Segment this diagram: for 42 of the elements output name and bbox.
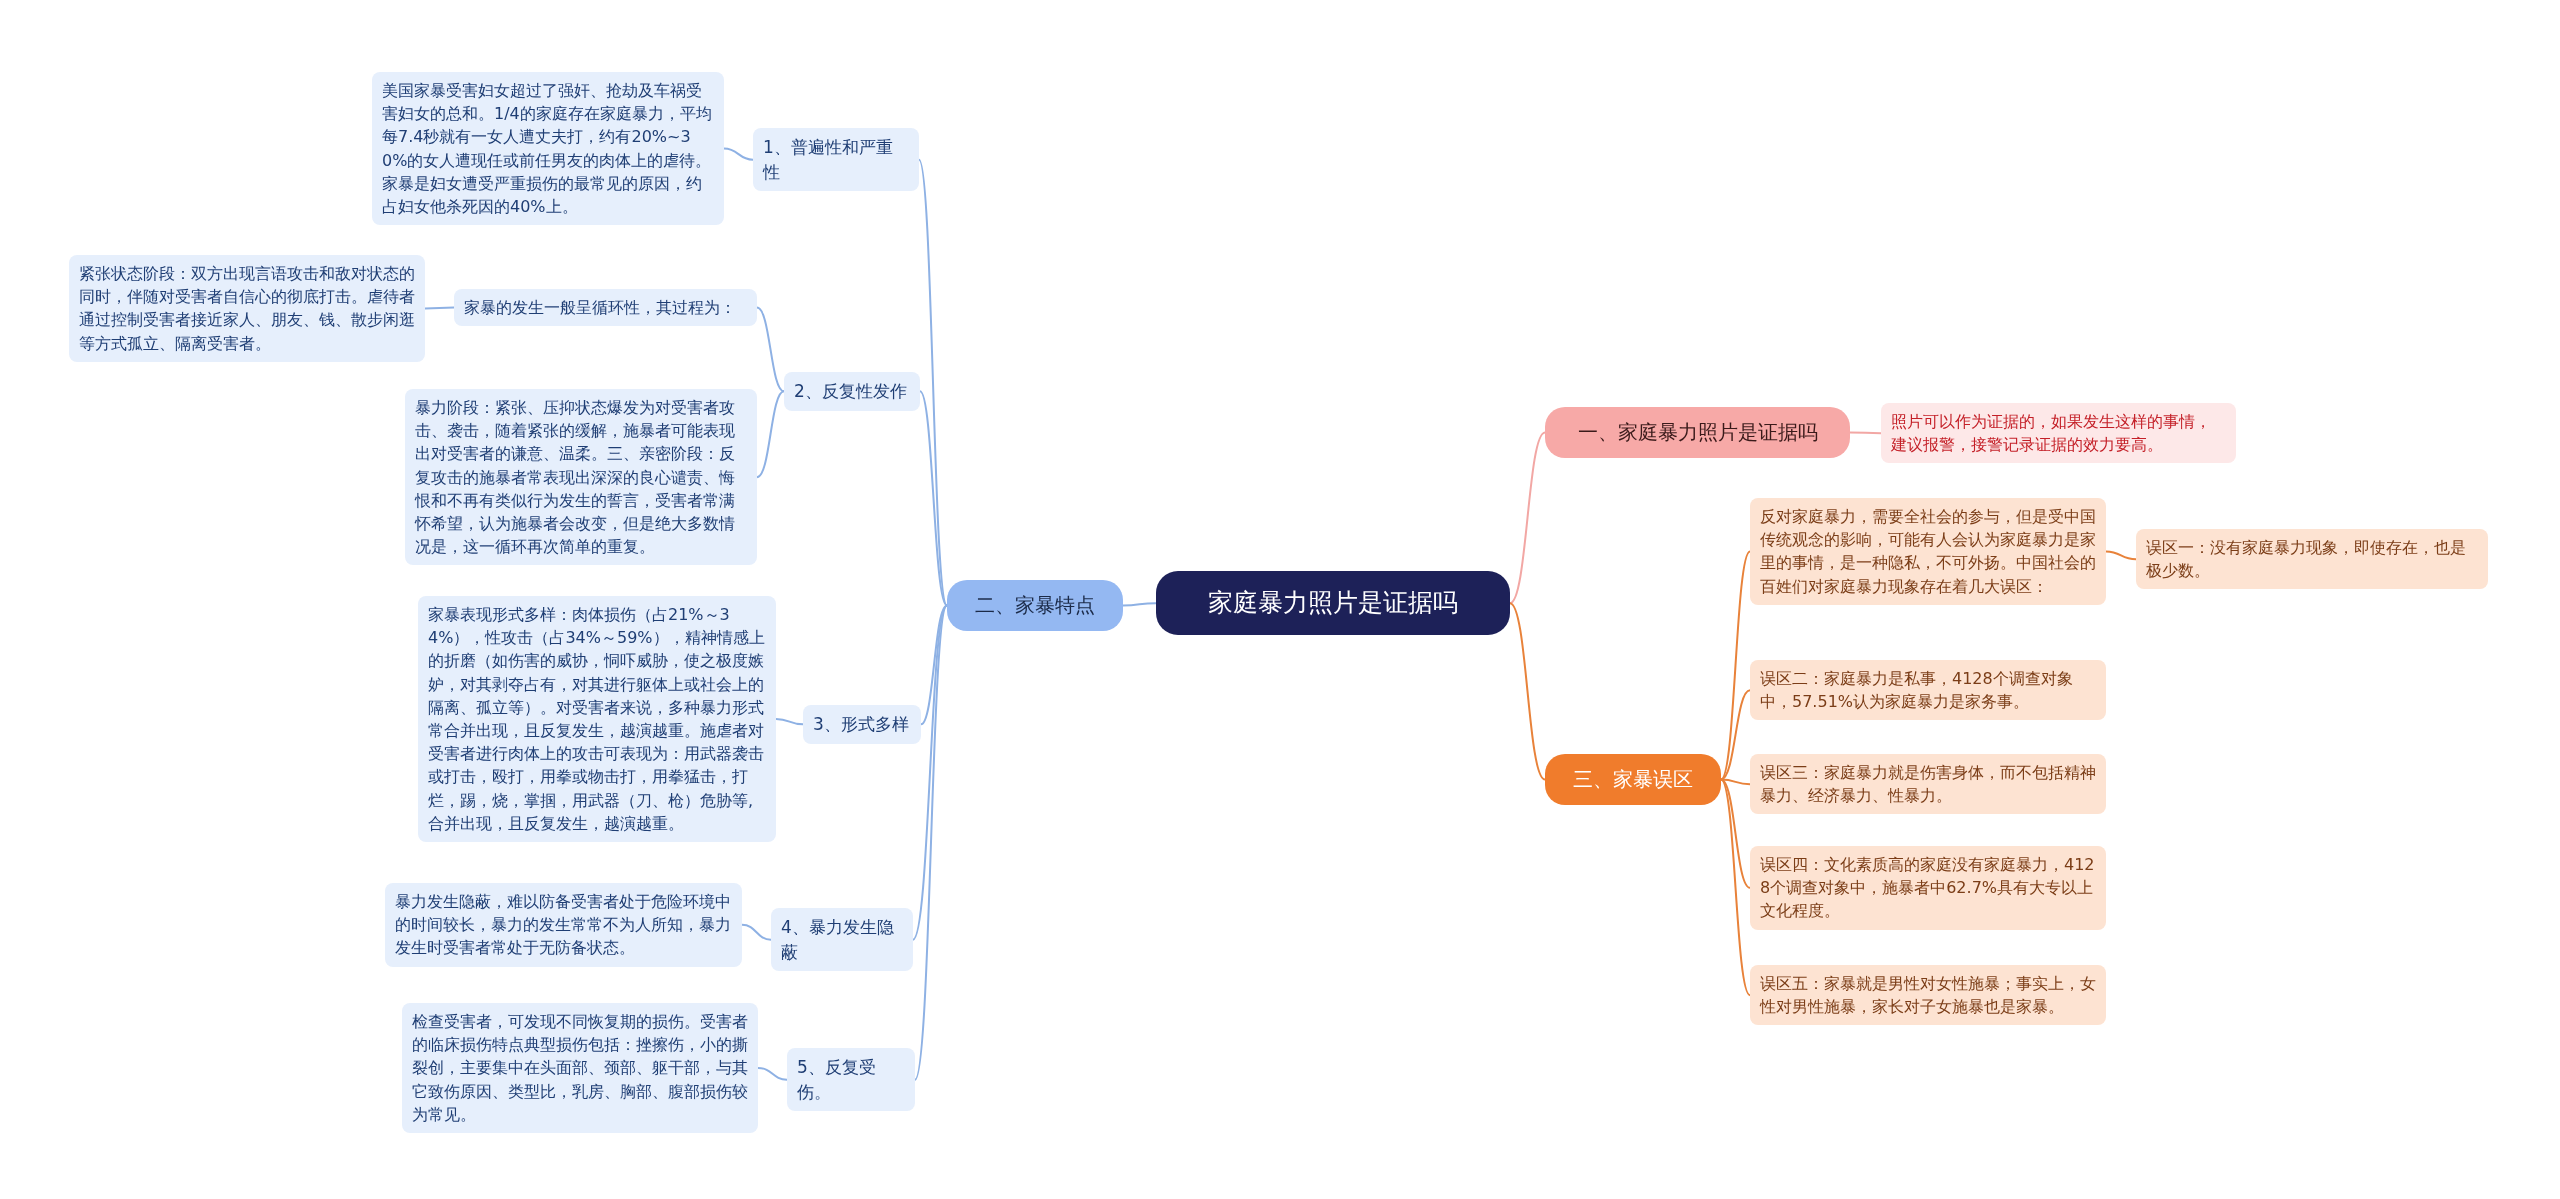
connector-line bbox=[775, 717, 804, 726]
central-topic: 家庭暴力照片是证据吗 bbox=[1156, 571, 1510, 636]
connector-line bbox=[756, 306, 785, 393]
note-box: 反对家庭暴力，需要全社会的参与，但是受中国传统观念的影响，可能有人会认为家庭暴力是家里的事情，是一种隐私，不可外扬。中国社会的百姓们对家庭暴力现象存在着几大误区： bbox=[1750, 498, 2106, 605]
branch-topic: 一、家庭暴力照片是证据吗 bbox=[1545, 407, 1850, 458]
connector-line bbox=[914, 604, 948, 1081]
connector-line bbox=[1720, 689, 1751, 781]
connector-line bbox=[723, 147, 754, 161]
note-box: 暴力发生隐蔽，难以防备受害者处于危险环境中的时间较长，暴力的发生常常不为人所知，暴力发生时受害者常处于无防备状态。 bbox=[385, 883, 742, 967]
connector-line bbox=[424, 306, 455, 310]
note-box: 暴力阶段：紧张、压抑状态爆发为对受害者攻击、袭击，随着紧张的缓解，施暴者可能表现出对受害者的谦意、温柔。三、亲密阶段：反复攻击的施暴者常表现出深深的良心谴责、悔恨和不再有类似行为发生的誓言，受害者常满怀希望，认为施暴者会改变，但是绝大多数情况是，这一循环再次简单的重复。 bbox=[405, 389, 757, 566]
subtopic-box: 5、反复受伤。 bbox=[787, 1048, 915, 1112]
branch-topic: 三、家暴误区 bbox=[1545, 754, 1721, 805]
subtopic-box: 2、反复性发作 bbox=[784, 372, 920, 411]
connector-line bbox=[756, 390, 785, 479]
subtopic-box: 家暴的发生一般呈循环性，其过程为： bbox=[454, 289, 757, 327]
note-box: 美国家暴受害妇女超过了强奸、抢劫及车祸受害妇女的总和。1/4的家庭存在家庭暴力，平均每7.4秒就有一女人遭丈夫打，约有20%~30%的女人遭现任或前任男友的肉体上的虐待。家暴是妇女遭受严重损伤的最常见的原因，约占妇女他杀死因的40%上。 bbox=[372, 72, 724, 226]
note-box: 检查受害者，可发现不同恢复期的损伤。受害者的临床损伤特点典型损伤包括：挫擦伤，小的撕裂创，主要集中在头面部、颈部、躯干部，与其它致伤原因、类型比，乳房、胸部、腹部损伤较为常见。 bbox=[402, 1003, 758, 1133]
subtopic-box: 1、普遍性和严重性 bbox=[753, 128, 919, 192]
note-box: 误区四：文化素质高的家庭没有家庭暴力，4128个调查对象中，施暴者中62.7%具有大专以上文化程度。 bbox=[1750, 846, 2106, 930]
connector-line bbox=[919, 390, 948, 607]
connector-line bbox=[1509, 602, 1546, 781]
connector-line bbox=[1509, 431, 1546, 605]
note-box: 误区五：家暴就是男性对女性施暴；事实上，女性对男性施暴，家长对子女施暴也是家暴。 bbox=[1750, 965, 2106, 1026]
connector-line bbox=[2105, 550, 2137, 561]
connector-line bbox=[1849, 431, 1882, 435]
connector-line bbox=[1122, 602, 1157, 607]
connector-line bbox=[741, 923, 772, 941]
note-box: 误区三：家庭暴力就是伤害身体，而不包括精神暴力、经济暴力、性暴力。 bbox=[1750, 754, 2106, 815]
connector-line bbox=[1720, 550, 1751, 781]
connector-line bbox=[920, 604, 948, 726]
connector-line bbox=[1720, 778, 1751, 997]
connector-line bbox=[1720, 778, 1751, 889]
note-box: 误区二：家庭暴力是私事，4128个调查对象中，57.51%认为家庭暴力是家务事。 bbox=[1750, 660, 2106, 721]
branch-topic: 二、家暴特点 bbox=[947, 580, 1123, 631]
subtopic-box: 4、暴力发生隐蔽 bbox=[771, 908, 913, 972]
note-box: 误区一：没有家庭暴力现象，即使存在，也是极少数。 bbox=[2136, 529, 2488, 590]
note-box: 紧张状态阶段：双方出现言语攻击和敌对状态的同时，伴随对受害者自信心的彻底打击。虐待者通过控制受害者接近家人、朋友、钱、散步闲逛等方式孤立、隔离受害者。 bbox=[69, 255, 425, 362]
note-box: 家暴表现形式多样：肉体损伤（占21%～34%），性攻击（占34%～59%），精神情感上的折磨（如伤害的威协，恫吓威胁，使之极度嫉妒，对其剥夺占有，对其进行躯体上或社会上的隔离、孤立等）。对受害者来说，多种暴力形式常合并出现，且反复发生，越演越重。施虐者对受害者进行肉体上的攻击可表现为：用武器袭击或打击，殴打，用拳或物击打，用拳猛击，打烂，踢，烧，掌掴，用武器（刀、枪）危胁等,合并出现，且反复发生，越演越重。 bbox=[418, 596, 776, 842]
connector-line bbox=[757, 1066, 788, 1081]
subtopic-box: 3、形式多样 bbox=[803, 705, 921, 744]
note-box: 照片可以作为证据的，如果发生这样的事情，建议报警，接警记录证据的效力要高。 bbox=[1881, 403, 2236, 464]
